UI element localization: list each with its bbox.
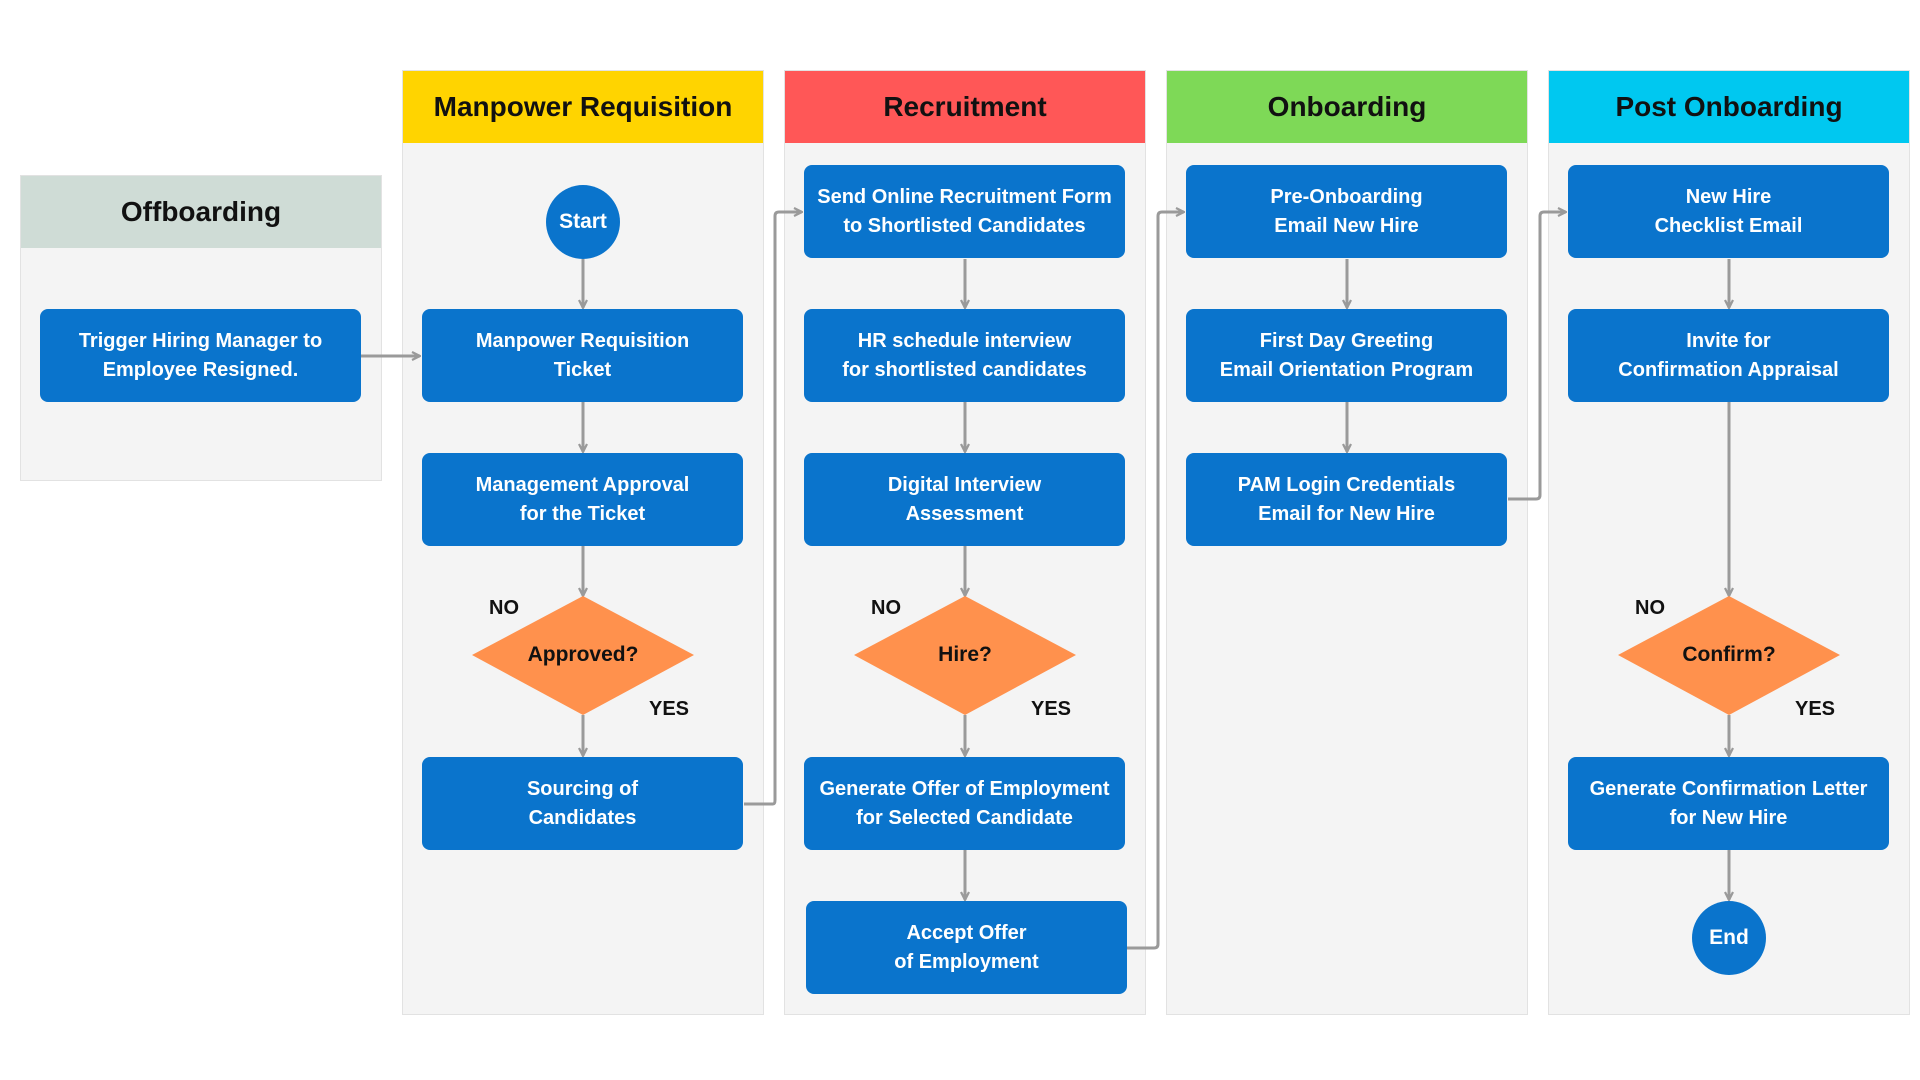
management-approval-line2: for the Ticket xyxy=(519,502,646,525)
hr-schedule-line2: for shortlisted candidates xyxy=(842,358,1087,381)
hire-decision-diamond xyxy=(854,596,1076,715)
trigger-hiring-manager-line2: Employee Resigned. xyxy=(102,358,299,381)
hr-schedule-line1: HR schedule interview xyxy=(857,329,1072,352)
confirm-decision-label: Confirm? xyxy=(1682,643,1776,666)
generate-confirmation-line1: Generate Confirmation Letter xyxy=(1589,777,1868,800)
invite-confirmation-line1: Invite for xyxy=(1686,329,1771,352)
ticket-line2: Ticket xyxy=(553,358,612,381)
connector-sourcing-to-send-form xyxy=(744,212,802,806)
hire-decision-label: Hire? xyxy=(938,643,992,666)
management-approval-box[interactable]: Management Approval for the Ticket xyxy=(422,453,743,546)
first-day-line2: Email Orientation Program xyxy=(1219,358,1474,381)
approved-decision-label: Approved? xyxy=(527,643,639,666)
digital-interview-line2: Assessment xyxy=(905,502,1024,525)
invite-confirmation-line2: Confirmation Appraisal xyxy=(1618,358,1839,381)
trigger-hiring-manager-line1: Trigger Hiring Manager to xyxy=(78,329,323,352)
generate-confirmation-line2: for New Hire xyxy=(1669,806,1788,829)
send-form-line2: to Shortlisted Candidates xyxy=(843,214,1086,237)
accept-offer-box[interactable]: Accept Offer of Employment xyxy=(806,901,1127,994)
sourcing-candidates-box[interactable]: Sourcing of Candidates xyxy=(422,757,743,850)
hire-yes-label: YES xyxy=(1031,698,1072,720)
pam-login-line1: PAM Login Credentials xyxy=(1237,473,1456,496)
generate-offer-box[interactable]: Generate Offer of Employment for Selecte… xyxy=(804,757,1125,850)
pam-login-line2: Email for New Hire xyxy=(1258,502,1435,525)
hr-schedule-interview-box[interactable]: HR schedule interview for shortlisted ca… xyxy=(804,309,1125,402)
sourcing-line1: Sourcing of xyxy=(526,777,639,800)
confirm-no-label: NO xyxy=(1635,597,1665,619)
start-node[interactable]: Start xyxy=(546,185,620,259)
generate-confirmation-letter-box[interactable]: Generate Confirmation Letter for New Hir… xyxy=(1568,757,1889,850)
digital-interview-box[interactable]: Digital Interview Assessment xyxy=(804,453,1125,546)
accept-offer-line2: of Employment xyxy=(894,950,1039,973)
lane-header-offboarding: Offboarding xyxy=(21,176,381,248)
generate-offer-line1: Generate Offer of Employment xyxy=(819,777,1110,800)
invite-confirmation-box[interactable]: Invite for Confirmation Appraisal xyxy=(1568,309,1889,402)
sourcing-line2: Candidates xyxy=(528,806,637,829)
connector-accept-to-pre-onboarding xyxy=(1126,212,1184,950)
pam-login-box[interactable]: PAM Login Credentials Email for New Hire xyxy=(1186,453,1507,546)
manpower-requisition-ticket-box[interactable]: Manpower Requisition Ticket xyxy=(422,309,743,402)
accept-offer-line1: Accept Offer xyxy=(906,921,1027,944)
first-day-greeting-box[interactable]: First Day Greeting Email Orientation Pro… xyxy=(1186,309,1507,402)
send-recruitment-form-box[interactable]: Send Online Recruitment Form to Shortlis… xyxy=(804,165,1125,258)
first-day-line1: First Day Greeting xyxy=(1259,329,1434,352)
ticket-line1: Manpower Requisition xyxy=(475,329,690,352)
lane-header-manpower-requisition: Manpower Requisition xyxy=(403,71,763,143)
pre-onboarding-line2: Email New Hire xyxy=(1274,214,1419,237)
management-approval-line1: Management Approval xyxy=(475,473,690,496)
end-node[interactable]: End xyxy=(1692,901,1766,975)
approved-decision-diamond xyxy=(472,596,694,715)
new-hire-checklist-line1: New Hire xyxy=(1685,185,1772,208)
lane-header-recruitment: Recruitment xyxy=(785,71,1145,143)
new-hire-checklist-line2: Checklist Email xyxy=(1654,214,1803,237)
send-form-line1: Send Online Recruitment Form xyxy=(817,185,1112,208)
generate-offer-line2: for Selected Candidate xyxy=(856,806,1073,829)
approved-no-label: NO xyxy=(489,597,519,619)
lane-header-post-onboarding: Post Onboarding xyxy=(1549,71,1909,143)
connector-pam-to-checklist xyxy=(1508,212,1566,501)
pre-onboarding-box[interactable]: Pre-Onboarding Email New Hire xyxy=(1186,165,1507,258)
pre-onboarding-line1: Pre-Onboarding xyxy=(1270,185,1423,208)
digital-interview-line1: Digital Interview xyxy=(887,473,1042,496)
hire-no-label: NO xyxy=(871,597,901,619)
confirm-yes-label: YES xyxy=(1795,698,1836,720)
confirm-decision-diamond xyxy=(1618,596,1840,715)
approved-yes-label: YES xyxy=(649,698,690,720)
lane-header-onboarding: Onboarding xyxy=(1167,71,1527,143)
trigger-hiring-manager-box[interactable]: Trigger Hiring Manager to Employee Resig… xyxy=(40,309,361,402)
new-hire-checklist-box[interactable]: New Hire Checklist Email xyxy=(1568,165,1889,258)
